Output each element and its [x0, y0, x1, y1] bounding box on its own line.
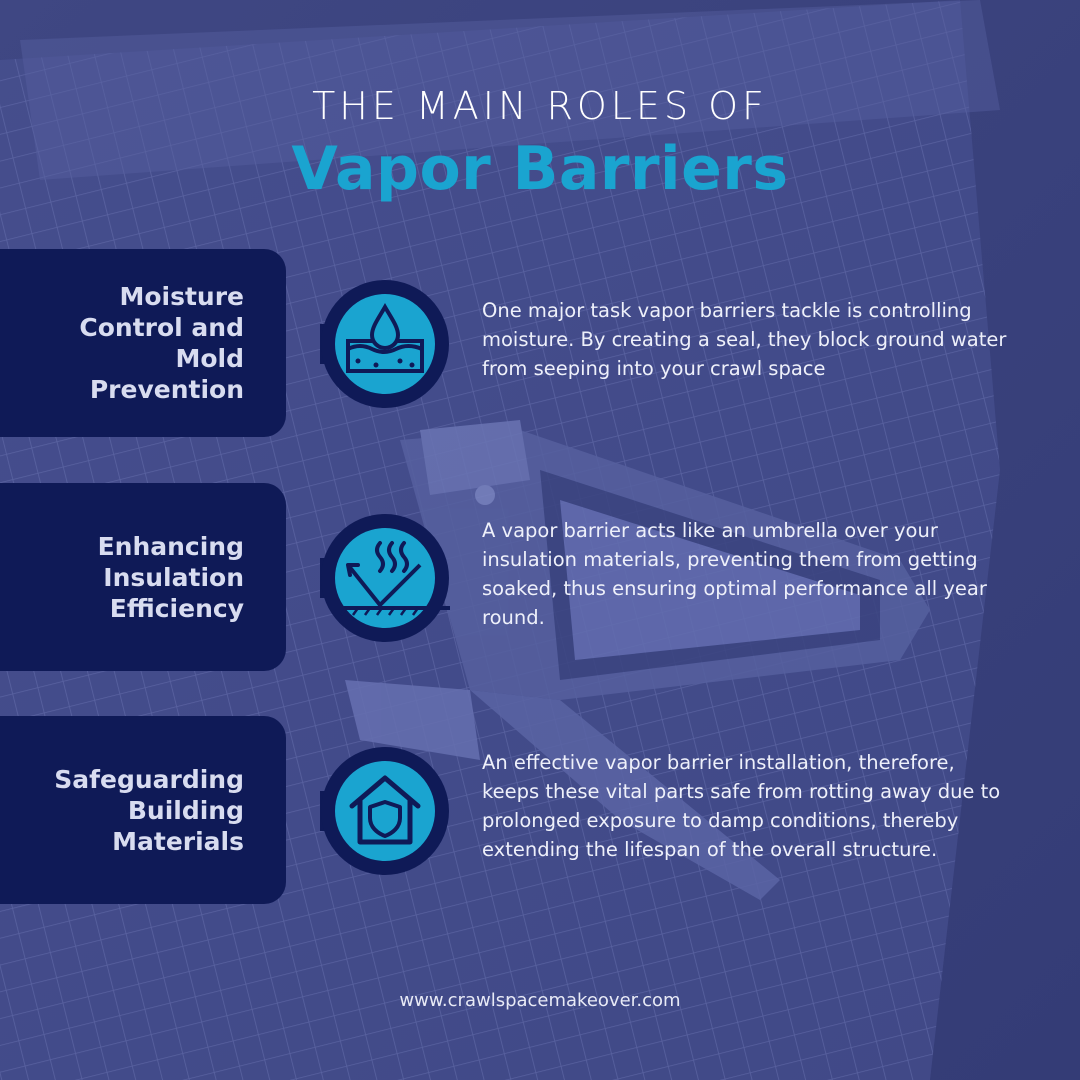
role-row-moisture: Moisture Control and Mold Prevention One… [0, 249, 1080, 439]
stapler-illustration [345, 420, 930, 900]
role-label: Moisture Control and Mold Prevention [79, 282, 244, 404]
role-row-building-materials: Safeguarding Building Materials An effec… [0, 716, 1080, 906]
title-kicker: THE MAIN ROLES OF [312, 84, 768, 128]
role-row-insulation: Enhancing Insulation Efficiency A vapor … [0, 483, 1080, 673]
house-shield-icon [320, 747, 449, 875]
role-label-box: Enhancing Insulation Efficiency [0, 483, 286, 671]
heat-shield-icon [320, 514, 450, 642]
role-description: An effective vapor barrier installation,… [482, 751, 1001, 861]
page-title: Vapor Barriers [291, 134, 789, 204]
role-description: A vapor barrier acts like an umbrella ov… [482, 519, 987, 629]
role-description: One major task vapor barriers tackle is … [482, 299, 1007, 380]
role-label-box: Safeguarding Building Materials [0, 716, 286, 904]
role-label: Safeguarding Building Materials [54, 764, 244, 856]
role-label: Enhancing Insulation Efficiency [97, 531, 244, 623]
website-link[interactable]: www.crawlspacemakeover.com [399, 990, 681, 1011]
role-label-box: Moisture Control and Mold Prevention [0, 249, 286, 437]
water-drop-icon [320, 280, 449, 408]
